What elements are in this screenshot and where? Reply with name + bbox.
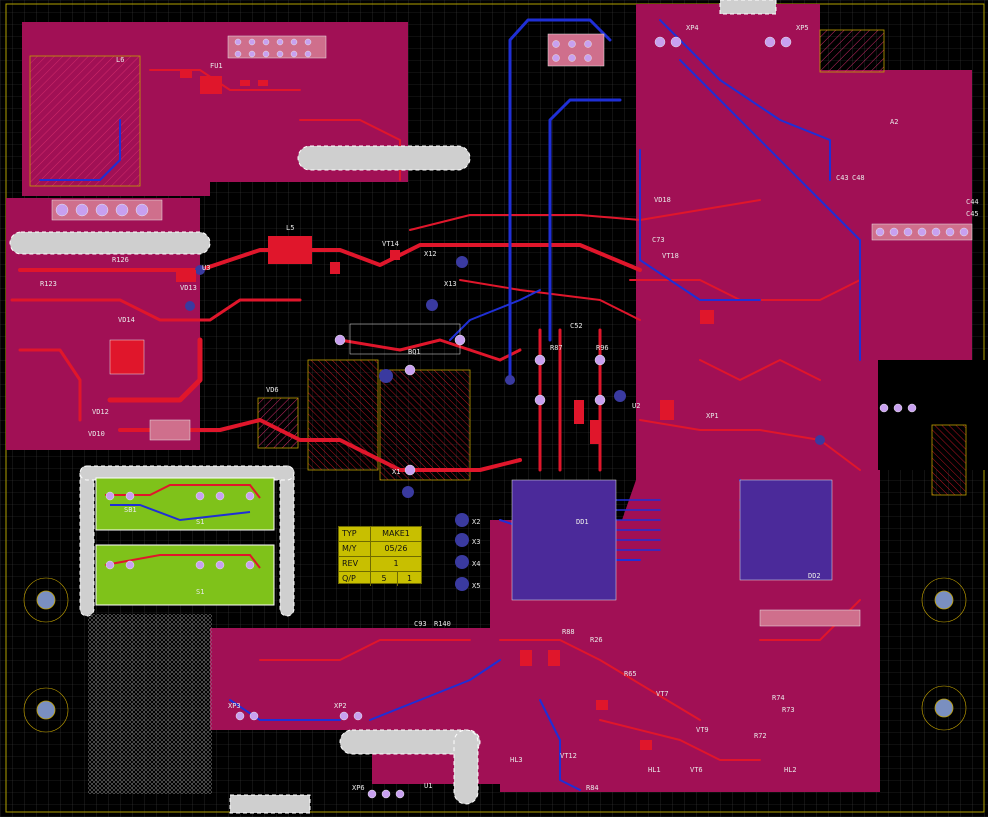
label-r73: R73 [782, 706, 795, 714]
label-vd13: VD13 [180, 284, 197, 292]
label-l6: L6 [116, 56, 124, 64]
label-s1b: S1 [196, 588, 204, 596]
label-fu1: FU1 [210, 62, 223, 70]
label-u1: U1 [424, 782, 432, 790]
label-r84: R84 [586, 784, 599, 792]
label-c45: C45 [966, 210, 979, 218]
label-bq1: BQ1 [408, 348, 421, 356]
label-x1: X1 [392, 468, 400, 476]
qp-value-b: 1 [406, 574, 413, 583]
label-r96: R96 [596, 344, 609, 352]
qp-label: Q/P [339, 572, 371, 586]
label-vt6: VT6 [690, 766, 703, 774]
label-c52: C52 [570, 322, 583, 330]
label-r65: R65 [624, 670, 637, 678]
label-c44: C44 [966, 198, 979, 206]
label-x3: X3 [472, 538, 480, 546]
label-hl3: HL3 [510, 756, 523, 764]
label-vt14: VT14 [382, 240, 399, 248]
my-label: M/Y [339, 542, 371, 556]
title-block-row-my: M/Y 05/26 [339, 542, 421, 557]
label-x12: X12 [424, 250, 437, 258]
label-vd10: VD10 [88, 430, 105, 438]
vias [185, 256, 825, 591]
label-c48: C48 [852, 174, 865, 182]
switch-boards [95, 477, 275, 606]
label-sb1: SB1 [124, 506, 137, 514]
smd-components [176, 70, 714, 750]
label-x2: X2 [472, 518, 480, 526]
label-s1a: S1 [196, 518, 204, 526]
label-xp6: XP6 [352, 784, 365, 792]
label-hl1: HL1 [648, 766, 661, 774]
hatched-regions [29, 29, 967, 496]
title-block-row-qp: Q/P 5 1 [339, 572, 421, 586]
label-dd2: DD2 [808, 572, 821, 580]
label-x4: X4 [472, 560, 480, 568]
typ-value: MAKE1 [382, 529, 410, 538]
rev-label: REV [339, 557, 371, 571]
label-r126: R126 [112, 256, 129, 264]
label-r87: R87 [550, 344, 563, 352]
my-value: 05/26 [384, 544, 408, 553]
label-xp4: XP4 [686, 24, 699, 32]
label-c93: C93 [414, 620, 427, 628]
label-r72: R72 [754, 732, 767, 740]
pad-dots [55, 36, 969, 799]
label-x13: X13 [444, 280, 457, 288]
label-xp2: XP2 [334, 702, 347, 710]
typ-label: TYP [339, 527, 371, 541]
label-vt18: VT18 [662, 252, 679, 260]
qp-value-a: 5 [371, 572, 398, 586]
label-xp5: XP5 [796, 24, 809, 32]
pcb-title-block: TYP MAKE1 M/Y 05/26 REV 1 Q/P 5 1 [338, 526, 422, 586]
rev-value: 1 [393, 559, 399, 568]
label-vt9: VT9 [696, 726, 709, 734]
label-r74: R74 [772, 694, 785, 702]
label-vd14: VD14 [118, 316, 135, 324]
label-l5: L5 [286, 224, 294, 232]
mounting-holes [36, 590, 954, 720]
silkscreen-labels: XP4 XP5 XP1 XP2 XP3 XP6 X1 X2 X3 X4 X5 X… [40, 24, 979, 792]
label-x5: X5 [472, 582, 480, 590]
label-u2: U2 [632, 402, 640, 410]
label-xp1: XP1 [706, 412, 719, 420]
mounting-hole-rings [23, 577, 967, 733]
label-c73: C73 [652, 236, 665, 244]
title-block-row-rev: REV 1 [339, 557, 421, 572]
label-vd18: VD18 [654, 196, 671, 204]
label-a2: A2 [890, 118, 898, 126]
label-u3: U3 [202, 264, 210, 272]
label-r140: R140 [434, 620, 451, 628]
label-vd12: VD12 [92, 408, 109, 416]
title-block-row-typ: TYP MAKE1 [339, 527, 421, 542]
label-c43: C43 [836, 174, 849, 182]
keepout-slots [9, 0, 777, 814]
label-vt12: VT12 [560, 752, 577, 760]
label-hl2: HL2 [784, 766, 797, 774]
label-dd1: DD1 [576, 518, 589, 526]
label-r88: R88 [562, 628, 575, 636]
label-r26: R26 [590, 636, 603, 644]
label-vd6: VD6 [266, 386, 279, 394]
label-vt7: VT7 [656, 690, 669, 698]
label-xp3: XP3 [228, 702, 241, 710]
mesh-antenna-area [88, 614, 212, 794]
label-r123: R123 [40, 280, 57, 288]
